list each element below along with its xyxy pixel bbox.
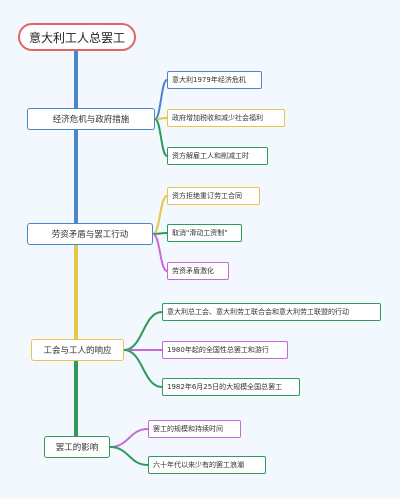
leaf-conflict-intensify[interactable]: 劳资矛盾激化 [167, 262, 229, 280]
edge-branch-2-leaf-2 [123, 349, 163, 388]
branch-labor-conflict[interactable]: 劳资矛盾与罢工行动 [27, 223, 153, 245]
edge-branch-3-leaf-0 [109, 428, 149, 448]
leaf-refuse-contract[interactable]: 资方拒绝重订劳工合同 [167, 187, 260, 205]
leaf-cancel-sliding-wage[interactable]: 取消"滑动工资制" [167, 224, 242, 242]
edge-branch-2-leaf-0 [123, 311, 163, 351]
edge-branch-0-leaf-0 [154, 79, 168, 120]
edge-branch-0-leaf-2 [154, 118, 168, 157]
branch-strike-impact[interactable]: 罢工的影响 [44, 436, 110, 458]
edge-branch-1-leaf-2 [152, 233, 168, 272]
branch-economic-crisis[interactable]: 经济危机与政府措施 [27, 108, 155, 130]
edge-branch-1-leaf-0 [152, 195, 168, 235]
root-topic[interactable]: 意大利工人总罢工 [18, 23, 136, 51]
edge-branch-3-leaf-1 [109, 446, 149, 466]
leaf-scale-duration[interactable]: 罢工的规模和持续时间 [148, 420, 241, 438]
branch-union-response[interactable]: 工会与工人的响应 [31, 339, 124, 361]
leaf-1979-crisis[interactable]: 意大利1979年经济危机 [167, 71, 262, 89]
leaf-1982-general-strike[interactable]: 1982年6月25日的大规模全国总罢工 [162, 378, 300, 396]
leaf-1980-strikes[interactable]: 1980年起的全国性总罢工和游行 [162, 341, 288, 359]
leaf-union-actions[interactable]: 意大利总工会、意大利劳工联合会和意大利劳工联盟的行动 [162, 303, 381, 321]
leaf-tax-welfare[interactable]: 政府增加税收和减少社会福利 [167, 109, 285, 127]
leaf-rare-strike-wave[interactable]: 六十年代以来少有的罢工浪潮 [148, 456, 266, 474]
leaf-layoffs[interactable]: 资方解雇工人和削减工时 [167, 147, 268, 165]
edge-branch-1-leaf-1 [152, 232, 168, 235]
